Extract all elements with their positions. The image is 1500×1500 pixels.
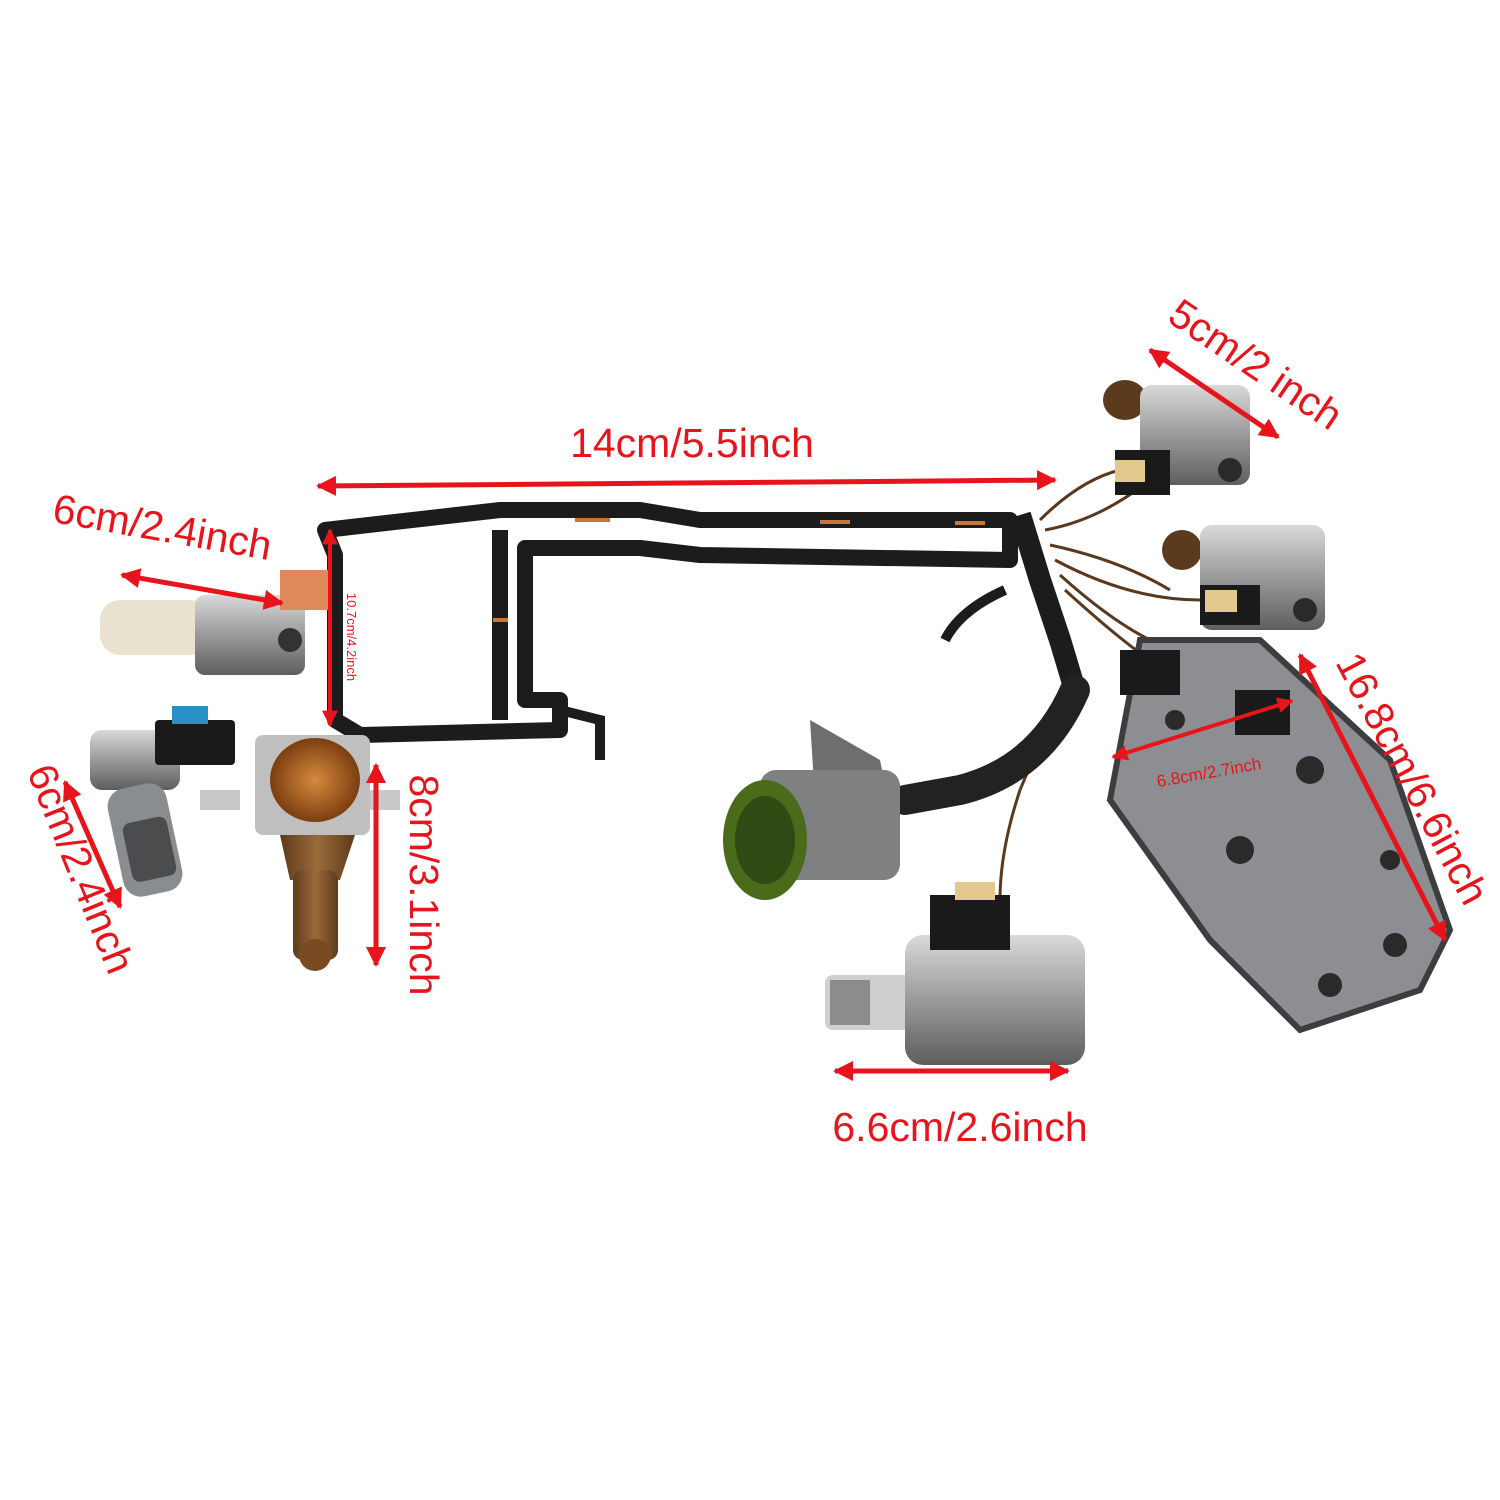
dimension-epc-solenoid-width: 6.6cm/2.6inch — [832, 1061, 1088, 1150]
round-connector — [723, 720, 900, 900]
dimension-solenoid-left-upper: 6cm/2.4inch — [50, 485, 284, 610]
dimension-harness-width: 14cm/5.5inch — [316, 420, 1057, 496]
shift-solenoid-a — [1103, 380, 1250, 495]
epc-solenoid — [825, 882, 1085, 1065]
wiring-harness — [317, 468, 1201, 901]
pressure-control-solenoid — [100, 570, 330, 675]
pressure-switch-plate — [1106, 637, 1454, 1034]
label-tcc-solenoid-height: 8cm/3.1inch — [401, 774, 447, 995]
label-harness-height: 10.7cm/4.2inch — [344, 593, 359, 681]
tcc-solenoid — [200, 735, 400, 971]
label-epc-solenoid-width: 6.6cm/2.6inch — [832, 1104, 1087, 1150]
tcc-pwm-solenoid — [90, 706, 235, 897]
label-solenoid-left-upper: 6cm/2.4inch — [50, 485, 276, 569]
dimension-harness-height: 10.7cm/4.2inch — [322, 528, 359, 727]
label-harness-width: 14cm/5.5inch — [570, 420, 814, 466]
shift-solenoid-b — [1162, 525, 1325, 630]
dimension-tcc-solenoid-height: 8cm/3.1inch — [366, 763, 447, 996]
